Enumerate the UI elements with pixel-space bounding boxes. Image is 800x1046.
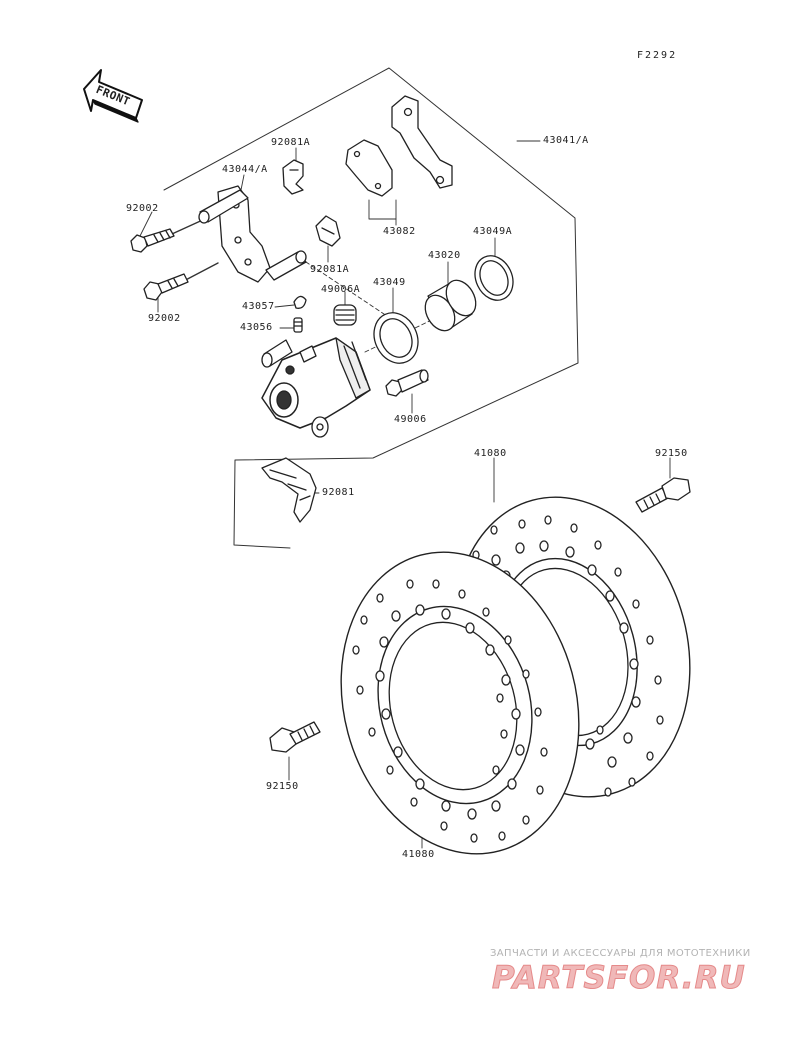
brake-pad-shim bbox=[391, 95, 453, 189]
bolt-lower bbox=[143, 273, 189, 301]
brake-disc-front bbox=[340, 551, 580, 855]
label-pad-spring: 92081 bbox=[322, 487, 355, 498]
pad-spring-a-mid bbox=[315, 215, 341, 247]
disc-bolt-left bbox=[269, 721, 321, 753]
brake-pad bbox=[345, 139, 393, 197]
label-pin-bolt: 49006 bbox=[394, 414, 427, 425]
label-bolt-lower: 92002 bbox=[148, 313, 181, 324]
label-piston: 43020 bbox=[428, 250, 461, 261]
label-boot-a: 49006A bbox=[321, 284, 361, 295]
watermark-tagline: ЗАПЧАСТИ И АКСЕССУАРЫ ДЛЯ МОТОТЕХНИКИ bbox=[490, 948, 751, 959]
bleeder-valve bbox=[293, 317, 303, 333]
caliper-body bbox=[261, 337, 371, 438]
label-pad-spring-a-mid: 92081A bbox=[310, 264, 350, 275]
caliper-bracket bbox=[198, 185, 307, 283]
figure-code: F2292 bbox=[637, 50, 678, 61]
label-caliper-assy: 43041/A bbox=[543, 135, 589, 146]
pad-spring bbox=[261, 457, 317, 523]
front-arrow-icon bbox=[83, 69, 143, 123]
dust-seal bbox=[474, 255, 514, 301]
piston-seal bbox=[373, 312, 419, 364]
bolt-upper bbox=[130, 228, 175, 253]
label-disc-bolt-right: 92150 bbox=[655, 448, 688, 459]
label-seal-a: 43049A bbox=[473, 226, 513, 237]
bleeder-cap bbox=[293, 295, 307, 309]
pad-spring-a-top bbox=[282, 159, 304, 195]
watermark-logo: PARTSFOR.RU bbox=[492, 960, 746, 997]
label-seal: 43049 bbox=[373, 277, 406, 288]
label-bleeder-cap: 43057 bbox=[242, 301, 275, 312]
label-pad-spring-a-top: 92081A bbox=[271, 137, 311, 148]
label-disc-bolt-left: 92150 bbox=[266, 781, 299, 792]
label-disc-rear: 41080 bbox=[474, 448, 507, 459]
disc-bolt-right bbox=[635, 477, 691, 513]
piston bbox=[424, 279, 477, 332]
label-disc-front: 41080 bbox=[402, 849, 435, 860]
label-pad-set: 43082 bbox=[383, 226, 416, 237]
caliper-assembly-boundary bbox=[163, 67, 579, 549]
label-bleeder-valve: 43056 bbox=[240, 322, 273, 333]
label-bracket: 43044/A bbox=[222, 164, 268, 175]
pin-boot bbox=[333, 304, 357, 326]
pin-bolt bbox=[385, 369, 429, 397]
label-bolt-upper: 92002 bbox=[126, 203, 159, 214]
